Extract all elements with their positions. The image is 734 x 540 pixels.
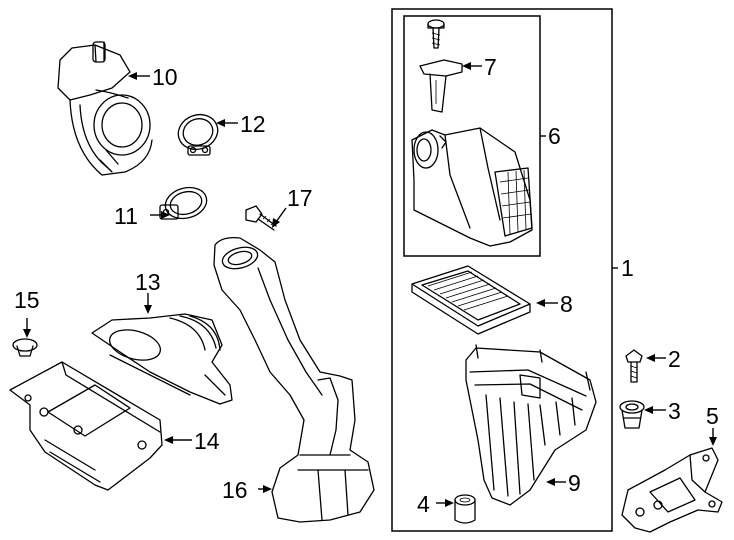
callout-10: 10 [152,64,178,90]
callout-4: 4 [417,491,430,517]
part-11-hose-clamp [159,186,208,220]
part-6-cleaner-cap [411,127,533,247]
callout-6: 6 [548,123,561,149]
part-12-hose-clamp [177,113,219,156]
callout-8: 8 [560,291,573,317]
part-2-bolt [625,349,643,383]
callout-2: 2 [668,346,681,372]
part-15-clip [12,338,38,357]
callout-17: 17 [287,185,313,211]
assembly-frame [391,8,613,532]
part-8-filter [411,265,531,335]
callout-7: 7 [484,54,497,80]
part-17-bolt [245,205,277,231]
callout-13: 13 [135,269,161,295]
part-5-bracket [621,447,723,533]
callout-5: 5 [706,403,719,429]
part-9-cleaner-case [465,344,597,506]
callout-16: 16 [222,477,248,503]
callout-3: 3 [668,398,681,424]
part-13-inlet-duct [91,313,233,405]
callout-14: 14 [194,428,220,454]
callout-12: 12 [240,111,266,137]
part-10-intake-elbow [57,41,153,176]
callout-11: 11 [114,203,138,229]
callout-15: 15 [14,287,40,313]
part-7-sensor [419,59,463,113]
leader-lines [23,62,717,507]
subassembly-frame [403,15,541,257]
part-4-cushion [454,494,476,524]
part-6-screw [427,19,445,49]
part-16-air-duct [213,237,375,523]
part-14-insulator [9,361,163,491]
callout-9: 9 [568,470,581,496]
part-3-grommet [619,400,645,429]
callout-1: 1 [621,255,634,281]
